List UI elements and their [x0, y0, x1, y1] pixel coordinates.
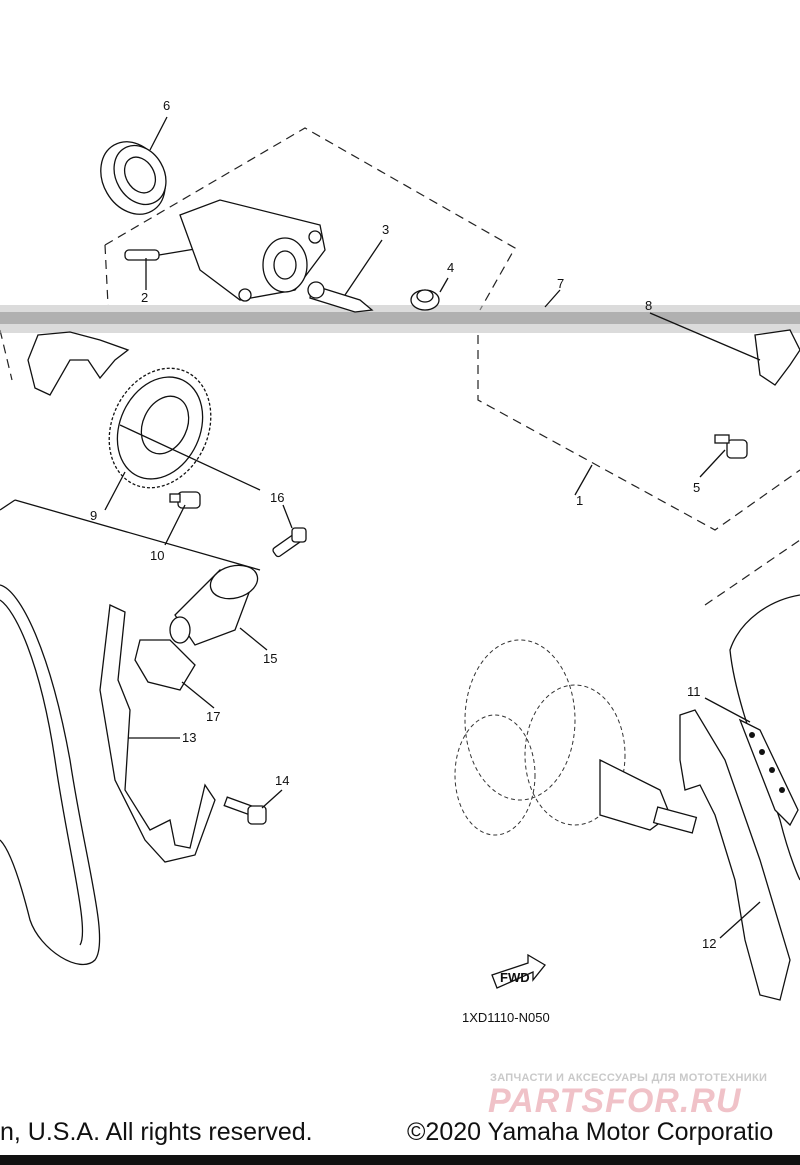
- part-number-label: 5: [693, 480, 700, 495]
- part-number-label: 10: [150, 548, 164, 563]
- part-number-label: 17: [206, 709, 220, 724]
- copyright-left: n, U.S.A. All rights reserved.: [0, 1118, 313, 1146]
- chain-segment-part: [738, 718, 799, 827]
- part-number-label: 12: [702, 936, 716, 951]
- part-number-label: 4: [447, 260, 454, 275]
- part-number-label: 8: [645, 298, 652, 313]
- part-number-label: 6: [163, 98, 170, 113]
- camshaft-group-outline: [104, 127, 800, 531]
- cam-chain-left-part: [0, 584, 101, 966]
- left-group-outline-2: [104, 244, 109, 306]
- part-number-label: 14: [275, 773, 289, 788]
- part-number-callouts: 1 2 3 4 5 6 7 8 9 10 11 12 13 14 15 16 1…: [90, 98, 716, 951]
- part-number-label: 1: [576, 493, 583, 508]
- cam-chain-tensioner-part: [169, 564, 259, 646]
- camshaft-part: [179, 199, 326, 302]
- right-group-outline: [704, 539, 800, 606]
- fwd-arrow-icon: FWD: [491, 953, 546, 989]
- crankshaft-ghost: [454, 639, 698, 836]
- cam-cap-right-part: [754, 329, 800, 386]
- cap-bolt-part: [714, 434, 748, 459]
- part-number-label: 7: [557, 276, 564, 291]
- fwd-label: FWD: [500, 970, 530, 985]
- copyright-footer: n, U.S.A. All rights reserved. ©2020 Yam…: [0, 1118, 800, 1154]
- part-number-label: 2: [141, 290, 148, 305]
- chain-guide-part: [99, 604, 216, 863]
- part-number-label: 11: [687, 684, 701, 699]
- cam-cap-part: [27, 331, 130, 396]
- part-number-label: 3: [382, 222, 389, 237]
- part-number-label: 16: [270, 490, 284, 505]
- tensioner-gasket-part: [134, 639, 196, 691]
- part-number-label: 13: [182, 730, 196, 745]
- bearing-part: [100, 141, 167, 215]
- decompressor-part: [307, 281, 374, 313]
- leader-lines: [0, 116, 761, 939]
- cam-sprocket-part: [108, 367, 212, 489]
- watermark-caption: ЗАПЧАСТИ И АКСЕССУАРЫ ДЛЯ МОТОТЕХНИКИ: [490, 1072, 768, 1084]
- small-gear-part: [410, 289, 440, 311]
- left-group-outline: [0, 329, 13, 381]
- watermark-brand: PARTSFOR.RU: [488, 1082, 742, 1120]
- sprocket-bolt-part: [169, 491, 201, 509]
- guide-bolt-part: [223, 796, 267, 825]
- part-number-label: 15: [263, 651, 277, 666]
- copyright-right: ©2020 Yamaha Motor Corporatio: [407, 1118, 774, 1146]
- cam-chain-left-inner: [0, 599, 84, 946]
- part-number-label: 9: [90, 508, 97, 523]
- chain-guide-right-part: [679, 709, 791, 1001]
- tensioner-bolt-part: [272, 527, 307, 558]
- drawing-code: 1XD1110-N050: [462, 1010, 550, 1025]
- scan-noise-band-core: [0, 312, 800, 324]
- bottom-bar: [0, 1155, 800, 1165]
